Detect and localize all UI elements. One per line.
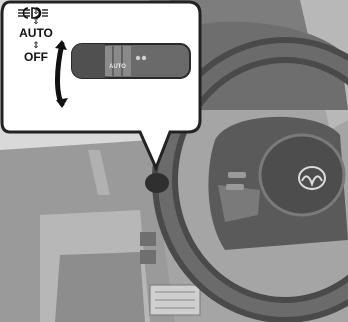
mode-list: ⇕ ⇕ AUTO ⇕ OFF: [4, 6, 68, 64]
parking-light-icon: [4, 6, 68, 20]
up-down-arrow-icon: ⇕: [4, 40, 68, 50]
stalk-auto-label: AUTO: [109, 64, 126, 70]
mode-off: OFF: [4, 50, 68, 64]
mode-auto: AUTO: [4, 26, 68, 40]
